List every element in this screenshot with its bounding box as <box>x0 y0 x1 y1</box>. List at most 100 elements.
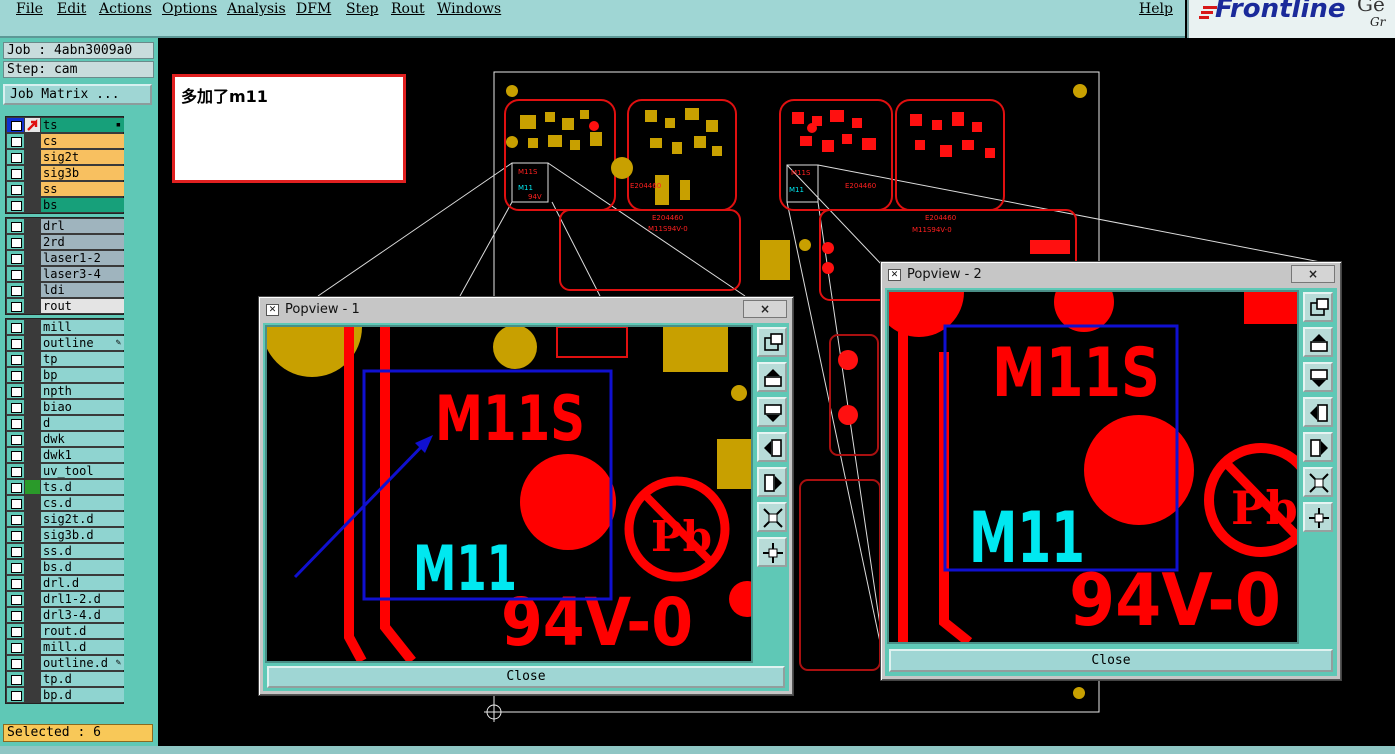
layer-checkbox[interactable] <box>7 198 24 212</box>
zoom-in-button[interactable] <box>1303 502 1333 532</box>
layer-name[interactable]: ss.d <box>41 544 124 558</box>
layer-name[interactable]: sig3b.d <box>41 528 124 542</box>
pan-right-button[interactable] <box>1303 432 1333 462</box>
popview-2-titlebar[interactable]: ✕ Popview - 2 × <box>885 265 1337 285</box>
layer-name[interactable]: ldi <box>41 283 124 297</box>
layer-checkbox[interactable] <box>7 512 24 526</box>
popview-1-titlebar[interactable]: ✕ Popview - 1 × <box>263 300 789 320</box>
popview-1-window[interactable]: ✕ Popview - 1 × Pb M11S M11 94V-0 <box>258 296 794 696</box>
popview-1-title-close-button[interactable]: × <box>743 300 787 318</box>
layer-row-dwk[interactable]: dwk <box>6 431 124 447</box>
menu-file[interactable]: File <box>16 1 43 17</box>
layer-swatch[interactable] <box>25 432 40 446</box>
layer-checkbox[interactable] <box>7 368 24 382</box>
layer-checkbox[interactable] <box>7 496 24 510</box>
layer-checkbox[interactable] <box>7 480 24 494</box>
layer-checkbox[interactable] <box>7 251 24 265</box>
layer-row-bs[interactable]: bs <box>6 197 124 213</box>
layer-swatch[interactable] <box>25 166 40 180</box>
layer-swatch[interactable] <box>25 400 40 414</box>
layer-row-laser1-2[interactable]: laser1-2 <box>6 250 124 266</box>
layer-checkbox[interactable] <box>7 624 24 638</box>
layer-name[interactable]: laser1-2 <box>41 251 124 265</box>
layer-swatch[interactable] <box>25 182 40 196</box>
layer-name[interactable]: bp.d <box>41 688 124 702</box>
layer-swatch[interactable] <box>25 528 40 542</box>
layer-swatch[interactable] <box>25 219 40 233</box>
layer-checkbox[interactable] <box>7 118 24 132</box>
layer-checkbox[interactable] <box>7 182 24 196</box>
layer-swatch[interactable] <box>25 352 40 366</box>
layer-swatch[interactable] <box>25 656 40 670</box>
layer-name[interactable]: tp.d <box>41 672 124 686</box>
popview-2-close-button[interactable]: Close <box>889 649 1333 672</box>
layer-row-laser3-4[interactable]: laser3-4 <box>6 266 124 282</box>
layer-row-drl3-4.d[interactable]: drl3-4.d <box>6 607 124 623</box>
layer-name[interactable]: cs <box>41 134 124 148</box>
layer-row-bp[interactable]: bp <box>6 367 124 383</box>
popview-2-window[interactable]: ✕ Popview - 2 × Pb M11S M11 94V-0 Close <box>880 261 1342 681</box>
layer-checkbox[interactable] <box>7 283 24 297</box>
layer-name[interactable]: drl <box>41 219 124 233</box>
layer-checkbox[interactable] <box>7 576 24 590</box>
layer-row-mill.d[interactable]: mill.d <box>6 639 124 655</box>
layer-name[interactable]: mill.d <box>41 640 124 654</box>
layer-row-ts[interactable]: ts▪ <box>6 117 124 133</box>
layer-name[interactable]: outline.d✎ <box>41 656 124 670</box>
layer-name[interactable]: bs <box>41 198 124 212</box>
layer-checkbox[interactable] <box>7 150 24 164</box>
layer-checkbox[interactable] <box>7 560 24 574</box>
layer-checkbox[interactable] <box>7 400 24 414</box>
pan-down-button[interactable] <box>757 397 787 427</box>
layer-name[interactable]: drl3-4.d <box>41 608 124 622</box>
zoom-out-button[interactable] <box>757 502 787 532</box>
layer-checkbox[interactable] <box>7 688 24 702</box>
layer-row-cs.d[interactable]: cs.d <box>6 495 124 511</box>
menu-actions[interactable]: Actions <box>99 1 152 17</box>
layer-swatch[interactable] <box>25 150 40 164</box>
layer-swatch[interactable] <box>25 368 40 382</box>
layer-swatch[interactable] <box>25 336 40 350</box>
layer-row-sig2t.d[interactable]: sig2t.d <box>6 511 124 527</box>
layer-checkbox[interactable] <box>7 416 24 430</box>
layer-name[interactable]: biao <box>41 400 124 414</box>
zoom-fit-button[interactable] <box>1303 292 1333 322</box>
layer-swatch[interactable] <box>25 480 40 494</box>
layer-swatch[interactable] <box>25 672 40 686</box>
pan-right-button[interactable] <box>757 467 787 497</box>
layer-name[interactable]: sig2t.d <box>41 512 124 526</box>
layer-swatch[interactable] <box>25 688 40 702</box>
layer-name[interactable]: npth <box>41 384 124 398</box>
layer-swatch[interactable] <box>25 384 40 398</box>
layer-swatch[interactable] <box>25 134 40 148</box>
layer-swatch[interactable] <box>25 512 40 526</box>
layer-row-sig3b[interactable]: sig3b <box>6 165 124 181</box>
layer-name[interactable]: drl1-2.d <box>41 592 124 606</box>
layer-row-dwk1[interactable]: dwk1 <box>6 447 124 463</box>
layer-swatch[interactable] <box>25 299 40 313</box>
layer-checkbox[interactable] <box>7 640 24 654</box>
pan-left-button[interactable] <box>757 432 787 462</box>
layer-row-npth[interactable]: npth <box>6 383 124 399</box>
layer-row-rout[interactable]: rout <box>6 298 124 314</box>
layer-row-mill[interactable]: mill <box>6 319 124 335</box>
layer-swatch[interactable] <box>25 624 40 638</box>
layer-name[interactable]: 2rd <box>41 235 124 249</box>
layer-checkbox[interactable] <box>7 432 24 446</box>
layer-swatch[interactable] <box>25 640 40 654</box>
layer-checkbox[interactable] <box>7 608 24 622</box>
active-layer-icon[interactable] <box>25 118 40 132</box>
layer-name[interactable]: ts.d <box>41 480 124 494</box>
popview-1-close-button[interactable]: Close <box>267 666 785 688</box>
layer-swatch[interactable] <box>25 496 40 510</box>
menu-help[interactable]: Help <box>1139 1 1173 17</box>
pan-left-button[interactable] <box>1303 397 1333 427</box>
layer-checkbox[interactable] <box>7 235 24 249</box>
layer-swatch[interactable] <box>25 592 40 606</box>
popview-2-canvas[interactable]: Pb M11S M11 94V-0 <box>887 290 1299 644</box>
pan-up-button[interactable] <box>757 362 787 392</box>
menu-windows[interactable]: Windows <box>437 1 502 17</box>
layer-row-bs.d[interactable]: bs.d <box>6 559 124 575</box>
zoom-fit-button[interactable] <box>757 327 787 357</box>
layer-checkbox[interactable] <box>7 592 24 606</box>
